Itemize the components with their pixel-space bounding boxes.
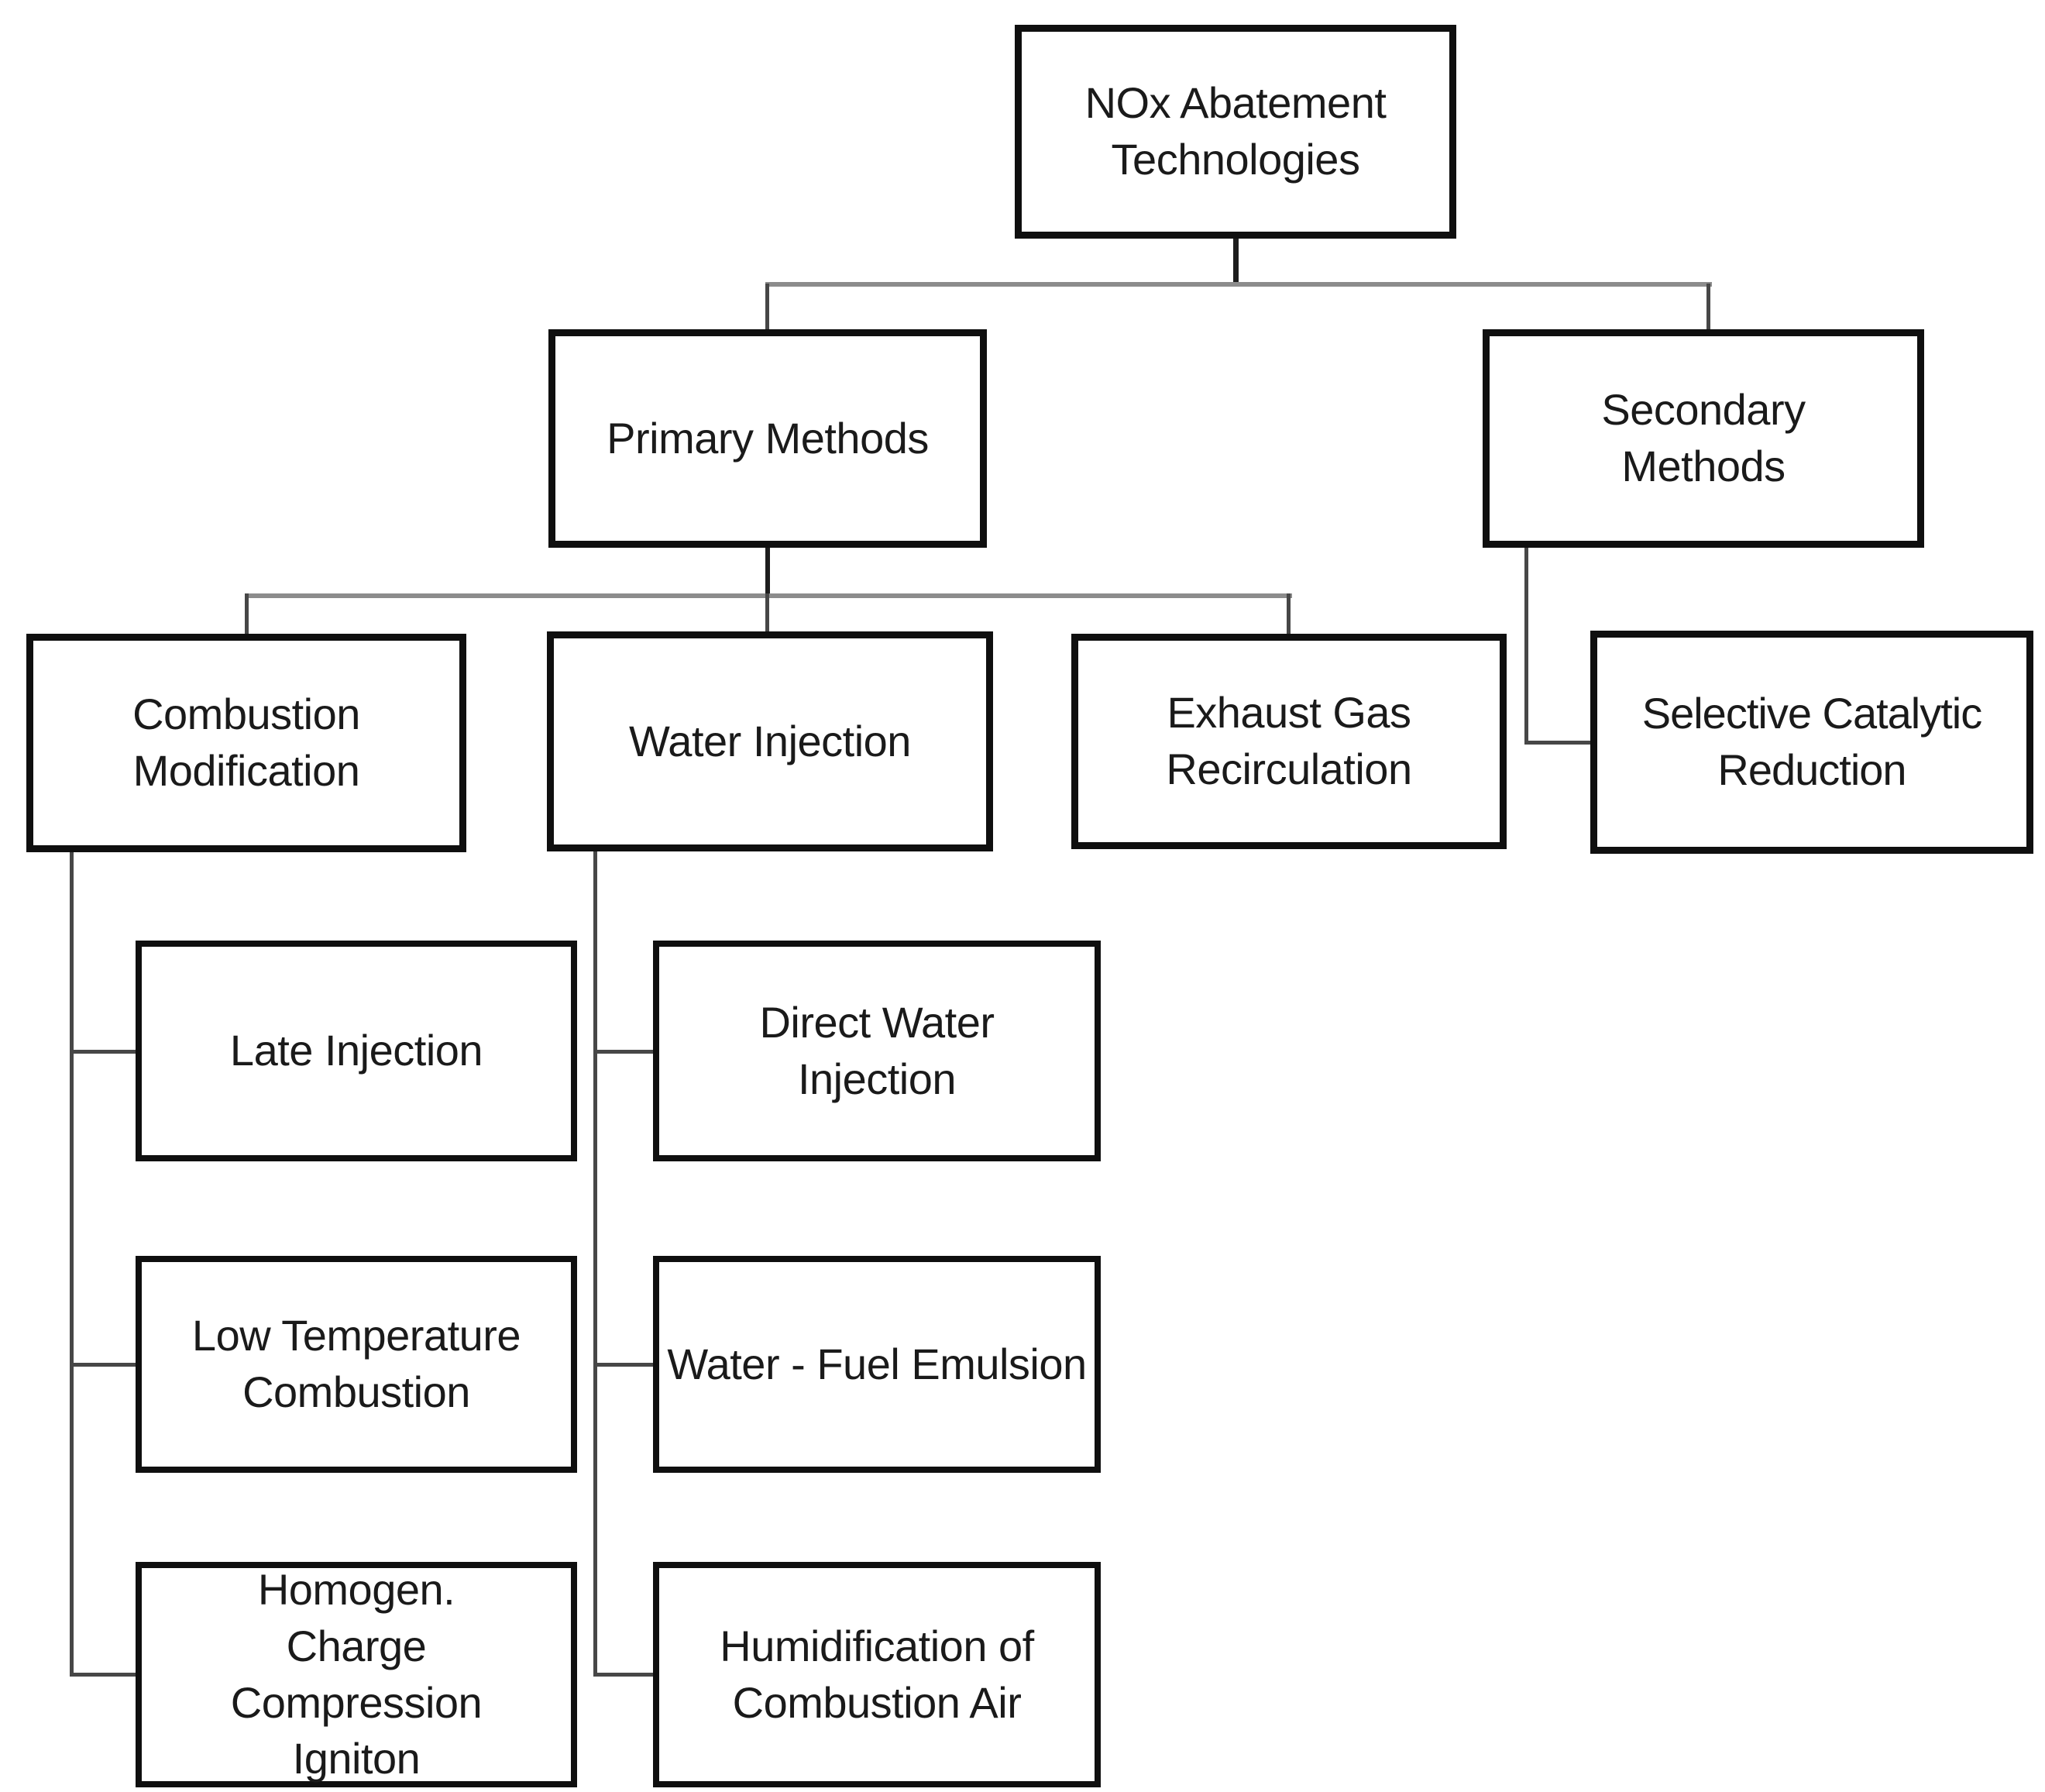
connector-drop-secondary (1706, 284, 1710, 331)
node-nox-abatement-technologies: NOx Abatement Technologies (1015, 25, 1456, 239)
connector-branch-homogen-charge (70, 1673, 136, 1677)
connector-drop-primary (765, 284, 769, 331)
node-label: Primary Methods (607, 413, 929, 463)
node-label: Exhaust Gas Recirculation (1166, 688, 1412, 793)
connector-branch-low-temperature-combustion (70, 1363, 136, 1367)
connector-branch-water-fuel-emulsion (593, 1363, 653, 1367)
node-label: Homogen. Charge Compression Igniton (230, 1564, 483, 1783)
node-label: Humidification of Combustion Air (720, 1621, 1034, 1727)
node-low-temperature-combustion: Low Temperature Combustion (136, 1256, 577, 1473)
node-label: Low Temperature Combustion (191, 1311, 521, 1416)
node-late-injection: Late Injection (136, 941, 577, 1161)
node-label: NOx Abatement Technologies (1084, 78, 1387, 184)
connector-branch-late-injection (70, 1050, 136, 1054)
node-water-fuel-emulsion: Water - Fuel Emulsion (653, 1256, 1101, 1473)
connector-combustion-trunk (70, 851, 74, 1677)
connector-drop-exhaust-gas-recirculation (1287, 593, 1291, 635)
node-direct-water-injection: Direct Water Injection (653, 941, 1101, 1161)
node-label: Water Injection (629, 716, 911, 765)
connector-root-children-rail (765, 282, 1712, 287)
connector-water-injection-trunk (593, 850, 597, 1677)
connector-secondary-to-scr (1524, 741, 1590, 745)
connector-secondary-vertical (1524, 546, 1528, 745)
node-selective-catalytic-reduction: Selective Catalytic Reduction (1590, 631, 2033, 854)
connector-branch-humidification (593, 1673, 653, 1677)
connector-drop-combustion-modification (245, 593, 249, 635)
node-homogen-charge-compression-igniton: Homogen. Charge Compression Igniton (136, 1562, 577, 1787)
connector-drop-water-injection (765, 593, 769, 633)
node-combustion-modification: Combustion Modification (26, 634, 466, 852)
node-label: Direct Water Injection (759, 997, 995, 1103)
node-label: Late Injection (229, 1026, 483, 1075)
node-humidification-of-combustion-air: Humidification of Combustion Air (653, 1562, 1101, 1787)
connector-root-stub (1233, 237, 1239, 285)
connector-primary-stub (765, 546, 770, 597)
node-exhaust-gas-recirculation: Exhaust Gas Recirculation (1071, 634, 1507, 849)
connector-branch-direct-water-injection (593, 1050, 653, 1054)
node-label: Combustion Modification (132, 690, 360, 795)
node-primary-methods: Primary Methods (548, 329, 987, 548)
node-label: Secondary Methods (1601, 385, 1806, 490)
node-label: Selective Catalytic Reduction (1641, 689, 1983, 794)
node-water-injection: Water Injection (547, 631, 993, 851)
node-label: Water - Fuel Emulsion (667, 1339, 1087, 1388)
node-secondary-methods: Secondary Methods (1483, 329, 1924, 548)
